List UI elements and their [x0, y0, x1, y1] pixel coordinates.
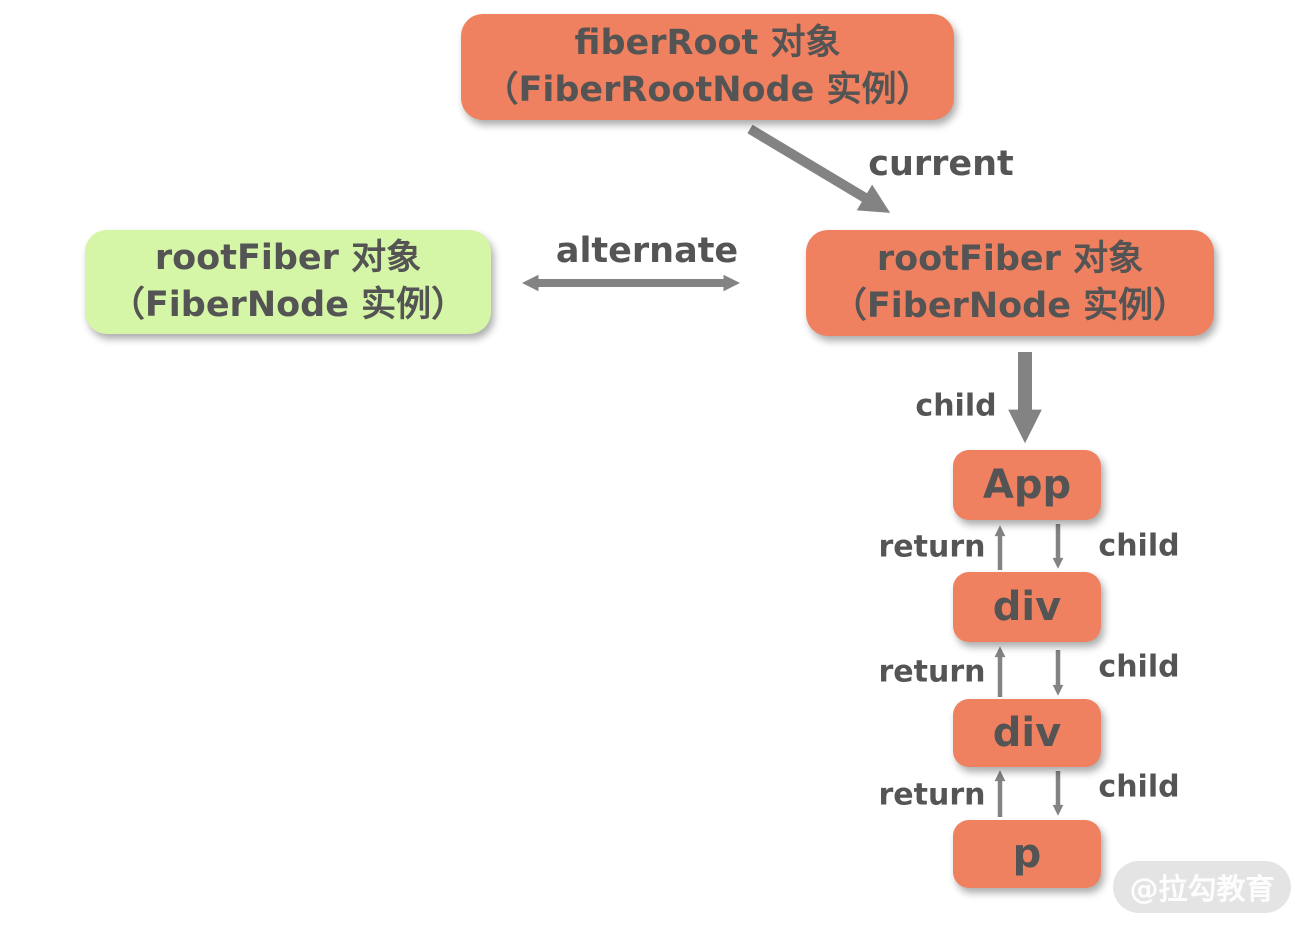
div1-return-label: return: [878, 654, 986, 690]
app-child-label: child: [1098, 528, 1180, 564]
node-root-fiber-left-line2: （FiberNode 实例）: [109, 285, 467, 325]
node-root-fiber-left: rootFiber 对象 （FiberNode 实例）: [85, 230, 491, 334]
node-root-fiber-right-line1: rootFiber 对象: [876, 239, 1144, 280]
node-fiber-root: fiberRoot 对象 （FiberRootNode 实例）: [461, 14, 954, 120]
node-div-1: div: [953, 572, 1101, 642]
node-fiber-root-line1: fiberRoot 对象: [574, 23, 841, 64]
div1-child-label: child: [1098, 649, 1180, 685]
current-label: current: [868, 144, 1014, 184]
node-div-2-label: div: [992, 710, 1062, 756]
node-app: App: [953, 450, 1101, 520]
node-root-fiber-left-line1: rootFiber 对象: [154, 238, 422, 279]
node-fiber-root-line2: （FiberRootNode 实例）: [483, 70, 932, 110]
watermark-text: @拉勾教育: [1129, 872, 1275, 906]
div2-return-label: return: [878, 777, 986, 813]
node-root-fiber-right: rootFiber 对象 （FiberNode 实例）: [806, 230, 1214, 336]
root-child-label: child: [915, 388, 997, 424]
node-root-fiber-right-line2: （FiberNode 实例）: [831, 286, 1189, 326]
alternate-label: alternate: [555, 231, 739, 271]
node-div-1-label: div: [992, 584, 1062, 630]
div2-child-label: child: [1098, 769, 1180, 805]
node-app-label: App: [982, 462, 1072, 508]
current-arrow: [747, 124, 891, 213]
node-div-2: div: [953, 699, 1101, 767]
node-p-label: p: [1012, 831, 1042, 877]
node-p: p: [953, 820, 1101, 888]
watermark-badge: @拉勾教育: [1113, 861, 1291, 913]
app-return-label: return: [878, 529, 986, 565]
